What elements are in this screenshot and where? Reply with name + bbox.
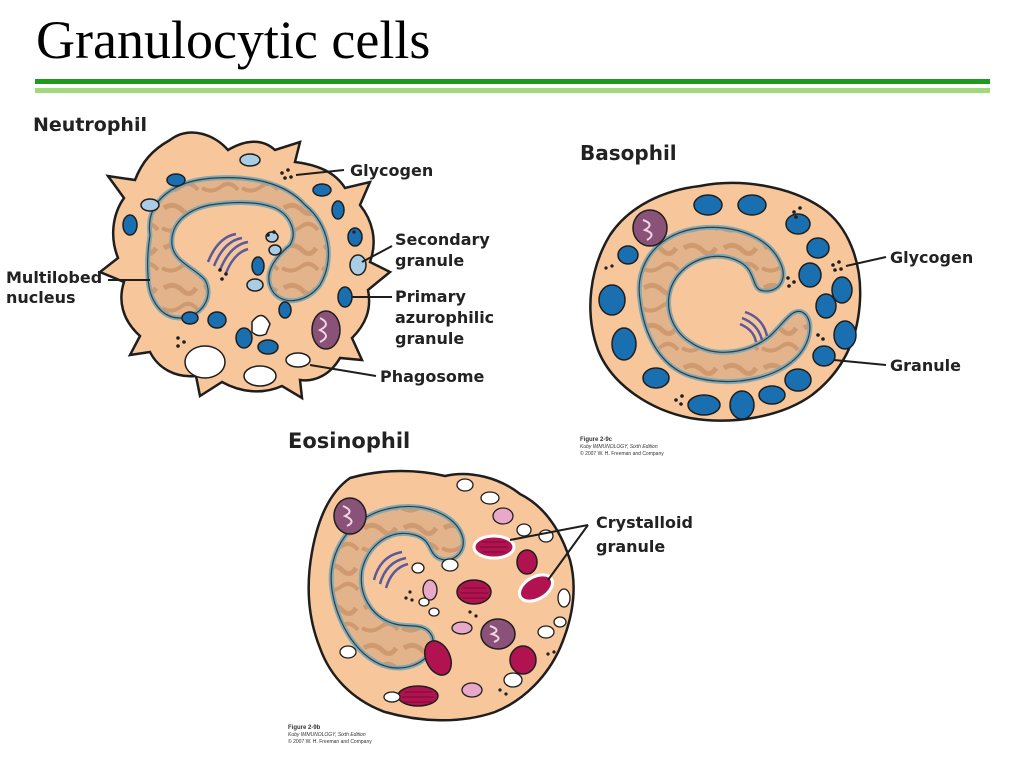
basophil-glycogen-label: Glycogen (890, 248, 973, 267)
eosinophil-figure-source: Kuby IMMUNOLOGY, Sixth Edition (288, 732, 366, 738)
neutrophil-primary-label-3: granule (395, 329, 464, 348)
eosinophil-figure-number: Figure 2-9b (288, 725, 321, 731)
basophil-cell: Basophil (580, 141, 973, 457)
eosinophil-golgi (372, 550, 409, 589)
eosinophil-crystalloid-label-2: granule (596, 537, 665, 556)
eosinophil-heading: Eosinophil (288, 429, 410, 453)
neutrophil-mitochondrion (311, 310, 341, 350)
neutrophil-phagosome-label: Phagosome (380, 367, 485, 386)
neutrophil-glycogen-label: Glycogen (350, 161, 433, 180)
title-rule-light (35, 88, 990, 93)
eosinophil-vesicles (339, 478, 571, 703)
eosinophil-figure-copyright: © 2007 W. H. Freeman and Company (288, 738, 372, 745)
neutrophil-primary-label-2: azurophilic (395, 308, 494, 327)
neutrophil-glycogen-dots (176, 168, 356, 348)
basophil-golgi (739, 310, 769, 343)
eosinophil-crystalloid-stripes (402, 541, 508, 703)
eosinophil-crystalloid-label-1: Crystalloid (596, 513, 693, 532)
eosinophil-mitochondria (333, 497, 516, 650)
basophil-mitochondrion (632, 209, 668, 247)
neutrophil-leaders (108, 169, 393, 377)
eosinophil-cell: Eosinophil (288, 429, 693, 745)
basophil-figure-source: Kuby IMMUNOLOGY, Sixth Edition (580, 444, 658, 450)
neutrophil-primary-label-1: Primary (395, 287, 466, 306)
basophil-leaders (833, 256, 887, 366)
basophil-figure-copyright: © 2007 W. H. Freeman and Company (580, 450, 664, 457)
neutrophil-golgi (206, 232, 249, 274)
basophil-granule-label: Granule (890, 356, 961, 375)
neutrophil-secondary-label-1: Secondary (395, 230, 490, 249)
basophil-granules (598, 194, 857, 420)
neutrophil-granules (122, 153, 367, 355)
neutrophil-heading: Neutrophil (33, 114, 147, 136)
neutrophil-nucleus-label-1: Multilobed (6, 268, 102, 287)
neutrophil-cell: Neutrophil (6, 114, 494, 401)
page-title: Granulocytic cells (36, 10, 431, 70)
neutrophil-cytoplasm (97, 131, 393, 401)
title-rule-dark (35, 79, 990, 84)
eosinophil-leaders (509, 524, 589, 581)
neutrophil-phagosomes (184, 314, 311, 387)
neutrophil-nucleus-label-2: nucleus (6, 288, 76, 307)
eosinophil-glycogen-dots (404, 590, 556, 696)
basophil-figure-number: Figure 2-9c (580, 437, 613, 443)
basophil-glycogen-dots (604, 206, 843, 406)
basophil-heading: Basophil (580, 141, 677, 165)
neutrophil-secondary-label-2: granule (395, 251, 464, 270)
